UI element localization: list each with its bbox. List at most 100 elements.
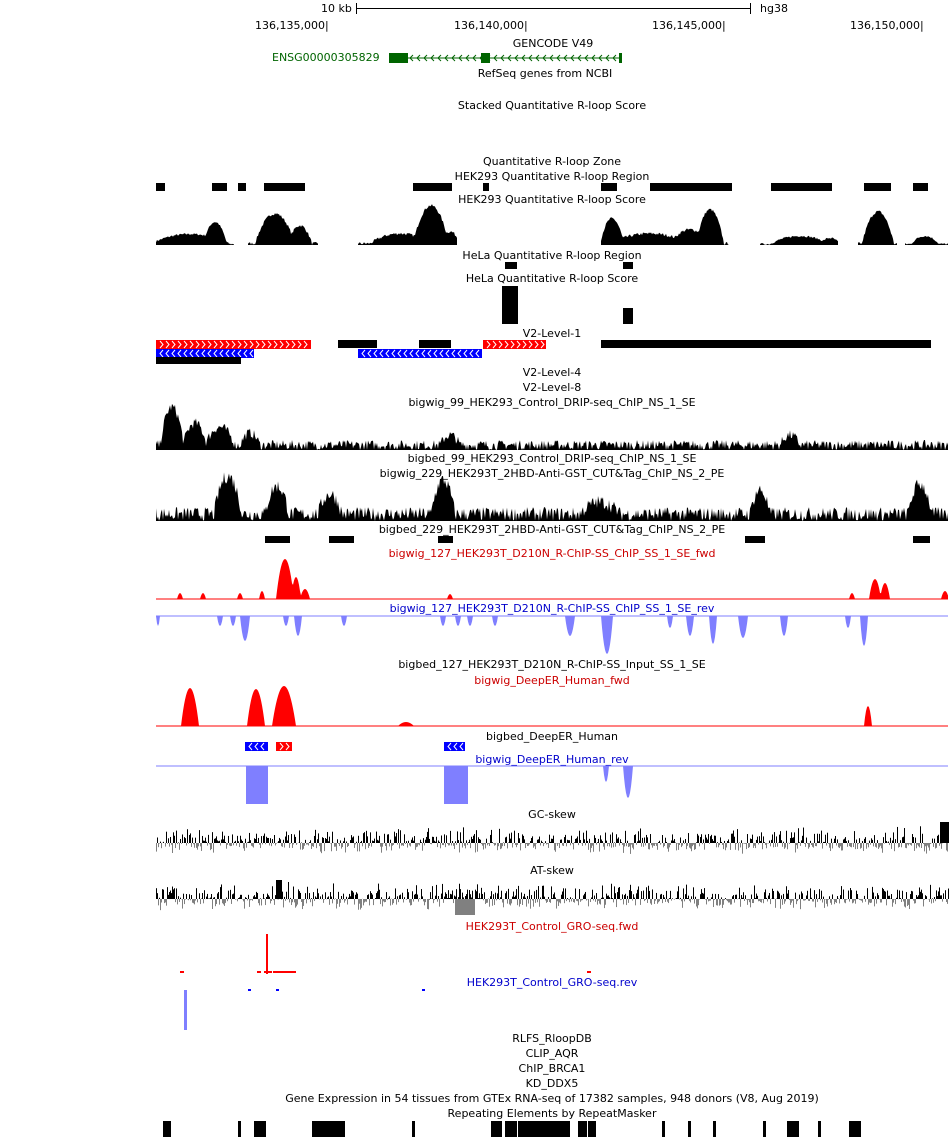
track-title-rlfs[interactable]: RLFS_RloopDB [512, 1032, 592, 1045]
at-skew-neg [682, 899, 683, 908]
track-title-cut-bed[interactable]: bigbed_229_HEK293T_2HBD-Anti-GST_CUT&Tag… [378, 523, 726, 536]
gc-skew-pos [325, 838, 326, 843]
gc-skew-pos [479, 838, 480, 843]
at-skew-pos [948, 888, 949, 899]
at-skew-neg [339, 899, 340, 907]
at-skew-neg [340, 899, 341, 903]
gc-skew-pos [734, 836, 735, 843]
at-skew-pos [268, 895, 269, 899]
track-title-at-skew[interactable]: AT-skew [530, 864, 574, 877]
at-skew-neg [698, 899, 699, 906]
at-skew-pos [484, 892, 485, 899]
at-skew-neg [175, 899, 176, 903]
track-title-gtex[interactable]: Gene Expression in 54 tissues from GTEx … [285, 1092, 819, 1105]
gc-skew-neg [282, 843, 283, 847]
gc-skew-pos [659, 840, 660, 843]
track-title-hek-score[interactable]: HEK293 Quantitative R-loop Score [458, 193, 646, 206]
gc-skew-neg [947, 843, 948, 852]
track-title-hela-score[interactable]: HeLa Quantitative R-loop Score [465, 272, 639, 285]
at-skew-neg [403, 899, 404, 903]
gc-skew-neg [563, 843, 564, 847]
hek293-region-block [771, 183, 832, 191]
gro-fwd-signal [257, 971, 261, 973]
gc-skew-neg [749, 843, 750, 848]
track-title-hek-region[interactable]: HEK293 Quantitative R-loop Region [454, 170, 650, 183]
track-title-stacked[interactable]: Stacked Quantitative R-loop Score [457, 99, 647, 112]
track-title-rchip-input[interactable]: bigbed_127_HEK293T_D210N_R-ChIP-SS_Input… [398, 658, 706, 671]
gc-skew-neg [188, 843, 189, 844]
gc-skew-neg [177, 843, 178, 845]
gro-fwd-signal [273, 971, 296, 973]
gc-skew-neg [582, 843, 583, 846]
at-skew-pos [254, 895, 255, 899]
at-skew-pos [769, 892, 770, 899]
gc-skew-neg [467, 843, 468, 846]
at-skew-pos [739, 887, 740, 899]
gc-skew-neg [811, 843, 812, 846]
v2-level1-feature-chevron [303, 340, 308, 349]
track-title-deeper-fwd[interactable]: bigwig_DeepER_Human_fwd [474, 674, 630, 687]
at-skew-neg [826, 899, 827, 904]
track-title-v2-level8[interactable]: V2-Level-8 [522, 381, 582, 394]
at-skew-pos [745, 895, 746, 899]
track-title-chip[interactable]: ChIP_BRCA1 [518, 1062, 586, 1075]
track-title-v2-level4[interactable]: V2-Level-4 [522, 366, 582, 379]
gc-skew-neg [385, 843, 386, 846]
gc-skew-pos [458, 840, 459, 843]
track-title-rchip-fwd[interactable]: bigwig_127_HEK293T_D210N_R-ChIP-SS_ChIP_… [388, 547, 716, 560]
track-title-gro-rev[interactable]: HEK293T_Control_GRO-seq.rev [466, 976, 638, 989]
at-skew-neg [274, 899, 275, 905]
track-title-gro-fwd[interactable]: HEK293T_Control_GRO-seq.fwd [465, 920, 639, 933]
track-title-v2-level1[interactable]: V2-Level-1 [522, 327, 582, 340]
track-title-gc-skew[interactable]: GC-skew [528, 808, 576, 821]
track-title-drip-bed[interactable]: bigbed_99_HEK293_Control_DRIP-seq_ChIP_N… [407, 452, 697, 465]
at-skew-pos [636, 893, 637, 899]
gc-skew-pos [824, 841, 825, 843]
track-title-hela-region[interactable]: HeLa Quantitative R-loop Region [462, 249, 642, 262]
gc-skew-pos [715, 835, 716, 843]
gene-name-label[interactable]: ENSG00000305829 [272, 51, 380, 64]
gc-skew-pos [644, 837, 645, 843]
v2-level1-feature-chevron [516, 340, 521, 349]
gc-skew-neg [169, 843, 170, 847]
at-skew-neg [845, 899, 846, 904]
at-skew-neg [865, 899, 866, 902]
track-title-cut-wig[interactable]: bigwig_229_HEK293T_2HBD-Anti-GST_CUT&Tag… [379, 467, 725, 480]
at-skew-pos [189, 894, 190, 899]
at-skew-neg [933, 899, 934, 903]
at-skew-neg [763, 899, 764, 904]
track-title-rmsk[interactable]: Repeating Elements by RepeatMasker [447, 1107, 657, 1120]
gc-skew-pos [874, 835, 875, 843]
track-title-zone[interactable]: Quantitative R-loop Zone [482, 155, 622, 168]
at-skew-pos [555, 897, 556, 899]
track-title-deeper-bed[interactable]: bigbed_DeepER_Human [485, 730, 619, 743]
track-title-deeper-rev[interactable]: bigwig_DeepER_Human_rev [475, 753, 629, 766]
refseq-track-title[interactable]: RefSeq genes from NCBI [477, 67, 613, 80]
track-title-rchip-rev[interactable]: bigwig_127_HEK293T_D210N_R-ChIP-SS_ChIP_… [389, 602, 715, 615]
gc-skew-neg [716, 843, 717, 848]
at-skew-pos [309, 893, 310, 899]
at-skew-pos [611, 883, 612, 899]
track-title-drip-wig[interactable]: bigwig_99_HEK293_Control_DRIP-seq_ChIP_N… [408, 396, 696, 409]
gc-skew-pos [350, 840, 351, 843]
gc-skew-pos [864, 838, 865, 843]
gc-skew-neg [475, 843, 476, 853]
at-skew-pos [677, 891, 678, 899]
gc-skew-pos [877, 840, 878, 843]
v2-level1-feature [419, 340, 451, 348]
gc-skew-pos [934, 838, 935, 843]
gc-skew-neg [822, 843, 823, 849]
at-skew-pos [245, 897, 246, 899]
v2-level1-feature-chevron [279, 340, 284, 349]
gencode-track-title[interactable]: GENCODE V49 [512, 37, 594, 50]
gc-skew-neg [179, 843, 180, 850]
at-skew-neg [485, 899, 486, 905]
at-skew-neg [195, 899, 196, 901]
v2-level1-feature [601, 340, 931, 348]
gc-skew-neg [213, 843, 214, 853]
track-title-clip[interactable]: CLIP_AQR [525, 1047, 579, 1060]
at-skew-neg [720, 899, 721, 905]
track-title-kd[interactable]: KD_DDX5 [525, 1077, 579, 1090]
v2-level1-feature-chevron [249, 349, 254, 358]
